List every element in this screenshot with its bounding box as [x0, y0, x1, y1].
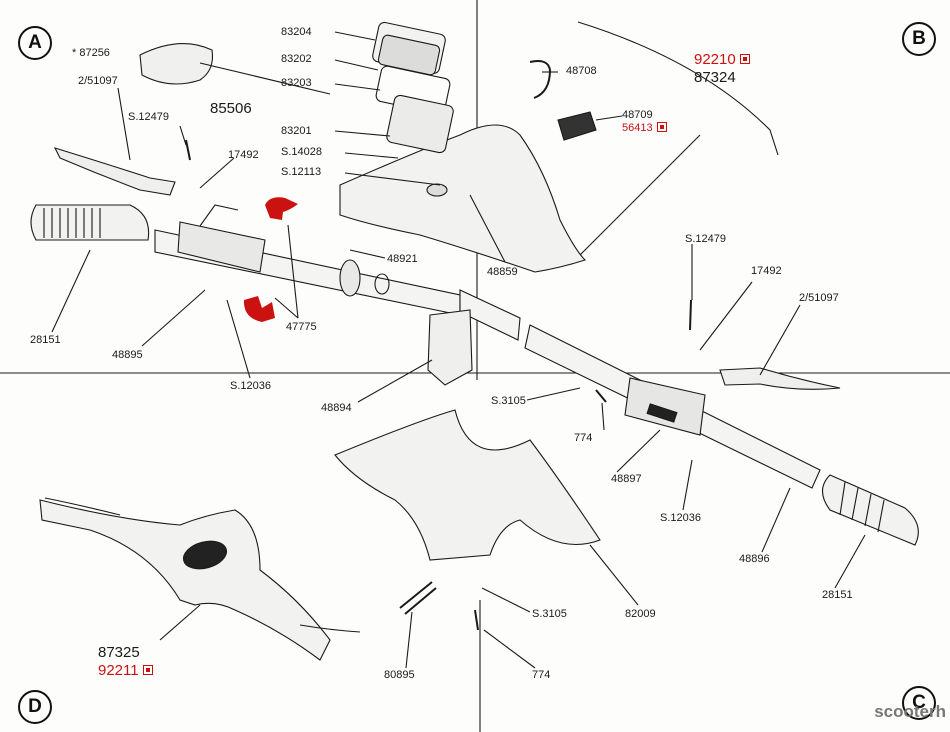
- label-2-51097-left: 2/51097: [78, 75, 118, 87]
- pin-s12479-drawing: [185, 139, 692, 331]
- label-92210: 92210: [694, 52, 750, 67]
- label-s14028: S.14028: [281, 146, 322, 158]
- label-48897: 48897: [611, 473, 642, 485]
- right-tube-drawing: [524, 324, 821, 489]
- label-83202: 83202: [281, 53, 312, 65]
- bottom-cover-drawing: [334, 409, 601, 561]
- section-marker-a: A: [18, 26, 52, 60]
- label-s12036-right: S.12036: [660, 512, 701, 524]
- switch-48709-drawing: [557, 111, 597, 141]
- label-774-top: 774: [574, 432, 593, 444]
- label-85506: 85506: [210, 100, 252, 117]
- label-17492-left: 17492: [228, 149, 259, 161]
- label-83203: 83203: [281, 77, 312, 89]
- left-lever-drawing: [53, 147, 176, 196]
- label-48894: 48894: [321, 402, 352, 414]
- label-47775: 47775: [286, 321, 317, 333]
- right-lever-drawing: [719, 367, 841, 390]
- watermark: scooterh: [874, 702, 946, 721]
- label-48896: 48896: [739, 553, 770, 565]
- clip-48708-drawing: [529, 60, 552, 99]
- label-87324: 87324: [694, 69, 736, 86]
- bushings-47775-highlight: [243, 197, 298, 322]
- label-87325: 87325: [98, 644, 140, 661]
- label-2-51097-right: 2/51097: [799, 292, 839, 304]
- square-marker-icon: [739, 54, 750, 65]
- label-s12479-right: S.12479: [685, 233, 726, 245]
- label-48708: 48708: [566, 65, 597, 77]
- label-s3105-top: S.3105: [491, 395, 526, 407]
- label-s12479-left: S.12479: [128, 111, 169, 123]
- label-48709: 48709: [622, 109, 653, 121]
- label-92211: 92211: [98, 663, 153, 678]
- label-56413: 56413: [622, 122, 667, 134]
- label-92210-text: 92210: [694, 51, 736, 68]
- glass-87256-drawing: [139, 43, 214, 85]
- screw-774-drawing: [474, 389, 607, 631]
- label-48895: 48895: [112, 349, 143, 361]
- label-87256: * 87256: [72, 47, 110, 59]
- bracket-curve: [577, 21, 779, 156]
- label-80895: 80895: [384, 669, 415, 681]
- section-marker-d: D: [18, 690, 52, 724]
- bolt-80895-drawing: [399, 581, 437, 615]
- label-s3105-bottom: S.3105: [532, 608, 567, 620]
- label-48859: 48859: [487, 266, 518, 278]
- label-83201: 83201: [281, 125, 312, 137]
- assembled-handlebar-drawing: [39, 497, 361, 661]
- label-s12036-left: S.12036: [230, 380, 271, 392]
- label-s12113: S.12113: [281, 166, 322, 178]
- label-28151-right: 28151: [822, 589, 853, 601]
- label-56413-text: 56413: [622, 122, 653, 134]
- section-marker-b: B: [902, 22, 936, 56]
- square-marker-icon: [142, 665, 153, 676]
- label-48921: 48921: [387, 253, 418, 265]
- right-grip-drawing: [821, 474, 919, 546]
- section-marker-c: C: [902, 686, 936, 720]
- top-cover-drawing: [339, 124, 587, 273]
- label-92211-text: 92211: [98, 662, 139, 679]
- label-774-bottom: 774: [532, 669, 551, 681]
- label-28151-left: 28151: [30, 334, 61, 346]
- left-grip-drawing: [30, 204, 150, 241]
- label-17492-right: 17492: [751, 265, 782, 277]
- speedometer-stack-drawing: [372, 21, 454, 154]
- clamp-48894-drawing: [427, 309, 473, 386]
- label-83204: 83204: [281, 26, 312, 38]
- label-82009: 82009: [625, 608, 656, 620]
- square-marker-icon: [656, 122, 667, 133]
